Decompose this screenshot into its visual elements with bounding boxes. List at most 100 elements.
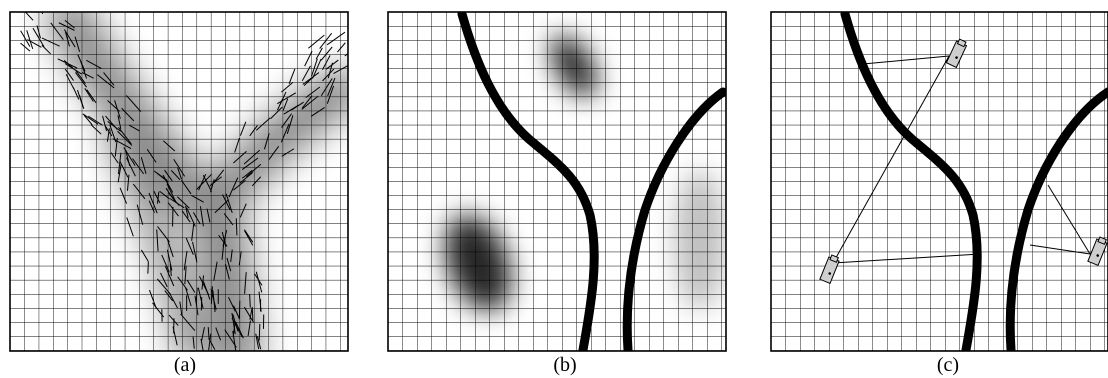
trajectory-segment <box>228 296 236 312</box>
trajectory-segment <box>244 230 254 246</box>
trajectory-segment <box>153 190 161 204</box>
trajectory-segment <box>126 95 142 112</box>
trajectory-segment <box>197 287 204 309</box>
trajectory-segment <box>161 254 170 273</box>
trajectory-segment <box>107 100 120 112</box>
trajectory-segment <box>207 327 210 340</box>
trajectory-segment <box>263 133 270 150</box>
trajectory-segment <box>26 30 34 50</box>
trajectory-segment <box>86 89 97 104</box>
trajectory-segment <box>117 163 122 183</box>
trajectory-segment <box>258 323 261 341</box>
trajectory-segment <box>223 213 234 226</box>
grid-b <box>388 12 726 351</box>
trajectory-segment <box>74 36 81 52</box>
trajectory-segment <box>41 37 60 47</box>
trajectory-segment <box>166 183 176 202</box>
trajectory-segment <box>209 176 222 187</box>
trajectory-segment <box>326 31 346 46</box>
trajectory-segment <box>310 107 325 117</box>
trajectory-segment <box>36 25 41 39</box>
trajectory-segment <box>90 124 102 135</box>
trajectory-segment <box>337 42 346 53</box>
trajectory-segment <box>86 59 102 69</box>
trajectory-segment <box>119 160 129 178</box>
trajectory-segment <box>109 124 117 143</box>
trajectory-segment <box>244 272 247 294</box>
trajectory-segment <box>58 22 75 31</box>
trajectory-segment <box>247 320 251 337</box>
trajectory-segment <box>181 179 192 195</box>
trajectory-segment <box>105 115 118 130</box>
trajectory-segment <box>160 272 168 288</box>
trajectory-segment <box>233 180 246 191</box>
path-right-b <box>622 87 726 351</box>
trajectory-segment <box>177 167 183 180</box>
trajectory-segment <box>228 177 239 198</box>
trajectory-segment <box>164 290 174 302</box>
trajectory-segment <box>213 261 218 281</box>
panel-border-c <box>770 11 1108 352</box>
trajectory-segment <box>246 163 262 178</box>
trajectory-segment <box>164 169 173 182</box>
trajectory-segment <box>315 47 323 60</box>
trajectory-segment <box>185 287 192 307</box>
grid-a <box>10 12 348 351</box>
trajectory-segment <box>162 174 174 193</box>
trajectory-segment <box>156 229 159 252</box>
trajectory-segment <box>173 158 186 177</box>
trajectory-segment <box>208 333 212 351</box>
trajectory-segment <box>270 106 283 119</box>
panel-c <box>770 11 1108 352</box>
trajectory-segment <box>239 121 247 136</box>
path-left-c <box>840 12 982 351</box>
trajectory-segment <box>186 207 196 227</box>
trajectory-segment <box>232 322 236 338</box>
trajectory-segment <box>63 29 76 48</box>
trajectory-segment <box>186 279 196 293</box>
trajectory-segment <box>222 229 228 247</box>
trajectory-segment <box>140 157 147 174</box>
trajectory-segment <box>156 191 160 204</box>
trajectory-segment <box>96 74 115 89</box>
trajectory-segment <box>206 208 211 223</box>
trajectory-segment <box>75 72 87 88</box>
trajectory-segment <box>277 92 297 105</box>
trajectory-segment <box>177 196 190 209</box>
trajectory-segment <box>140 249 149 262</box>
trajectory-segment <box>281 113 293 128</box>
trajectory-segment <box>226 257 232 272</box>
trajectory-segment <box>102 115 108 132</box>
trajectory-segment <box>81 72 94 79</box>
trajectory-segment <box>20 30 31 47</box>
trajectory-segment <box>148 200 155 213</box>
camera-icon <box>945 38 968 69</box>
trajectory-segment <box>185 205 189 218</box>
trajectory-segment <box>185 237 194 255</box>
trajectory-segment <box>281 81 294 93</box>
trajectory-segment <box>126 174 130 191</box>
trajectory-segment <box>77 54 86 72</box>
trajectory-segment <box>286 115 294 134</box>
trajectory-segment <box>181 210 191 223</box>
trajectory-segment <box>191 222 195 241</box>
trajectory-segment <box>344 53 348 57</box>
trajectory-segment <box>230 249 233 262</box>
trajectory-segment <box>159 190 170 200</box>
trajectory-segment <box>239 172 253 184</box>
path-right-c <box>1005 87 1108 351</box>
trajectory-segment <box>301 95 313 109</box>
trajectory-segment <box>239 203 247 218</box>
trajectory-segment <box>326 85 335 104</box>
trajectory-segment <box>170 170 181 181</box>
trajectory-segment <box>112 138 132 150</box>
trajectory-segment <box>123 147 136 166</box>
trajectory-segment <box>268 145 280 160</box>
trajectory-segment <box>291 101 304 111</box>
trajectory-segment <box>196 173 213 190</box>
trajectory-segment <box>231 312 236 335</box>
trajectory-segment <box>84 88 94 102</box>
path-left-b <box>457 12 599 351</box>
trajectory-segment <box>191 194 204 203</box>
